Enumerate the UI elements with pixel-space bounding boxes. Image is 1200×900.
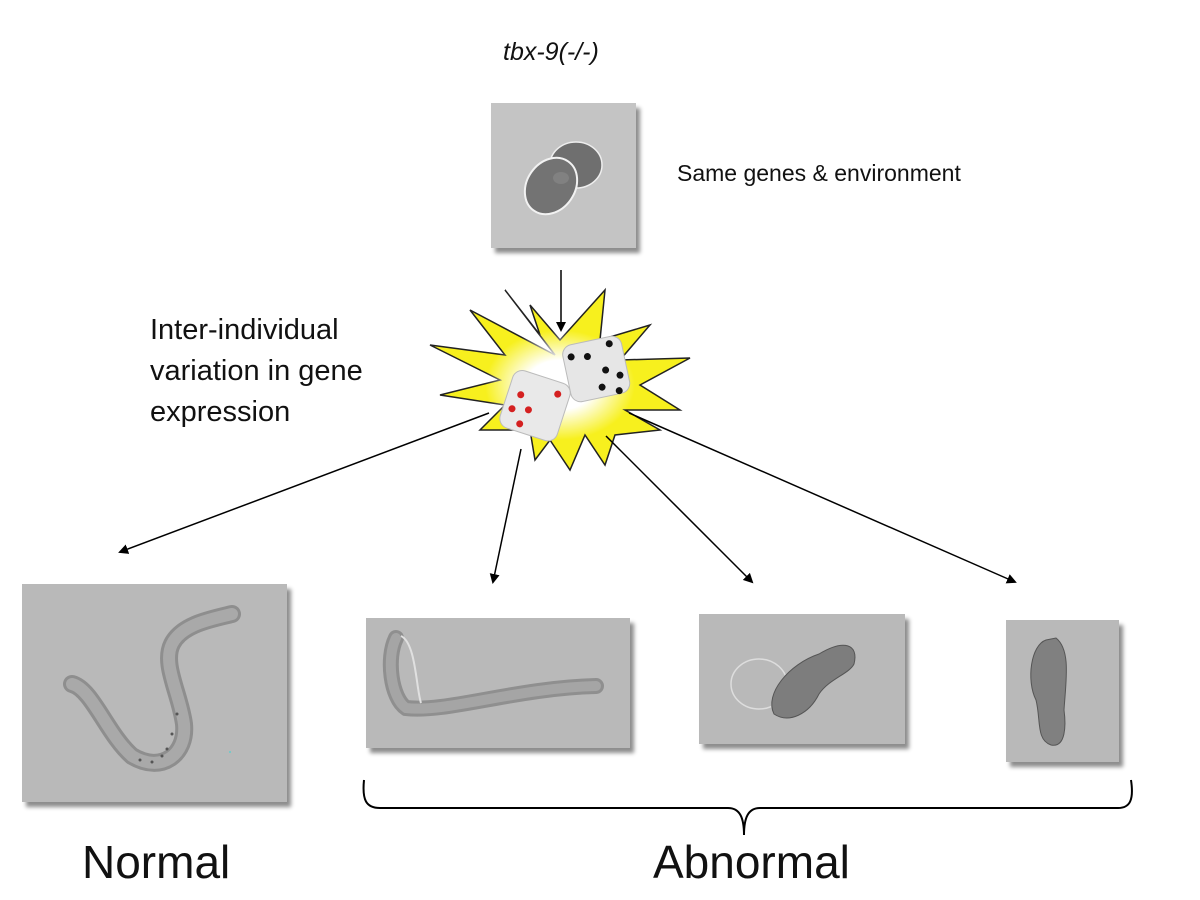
- variation-line-1: Inter-individual: [150, 314, 339, 346]
- arrow-to-abnormal-3: [628, 412, 1017, 584]
- variation-line-3: expression: [150, 396, 291, 428]
- arrow-to-abnormal-1: [489, 448, 522, 584]
- abnormal-label: Abnormal: [653, 836, 850, 888]
- arrow-to-abnormal-2: [605, 435, 754, 584]
- abnormal-group-brace: [362, 779, 1133, 836]
- variation-label: Inter-individual variation in gene expre…: [150, 310, 363, 433]
- abnormal-image-2: [699, 614, 905, 744]
- genotype-label: tbx-9(-/-): [503, 38, 599, 66]
- die-red-pips: [499, 369, 571, 442]
- abnormal-image-1: [366, 618, 630, 748]
- die-white-pips: [562, 335, 631, 403]
- dice-icon: [499, 335, 631, 442]
- arrow-to-normal: [118, 412, 490, 554]
- variation-line-2: variation in gene: [150, 355, 363, 387]
- normal-label: Normal: [82, 836, 231, 888]
- normal-worm-image: [22, 584, 287, 802]
- condition-note: Same genes & environment: [677, 160, 961, 186]
- embryo-image: [491, 103, 636, 248]
- starburst-icon: [429, 287, 691, 472]
- abnormal-image-3: [1006, 620, 1119, 762]
